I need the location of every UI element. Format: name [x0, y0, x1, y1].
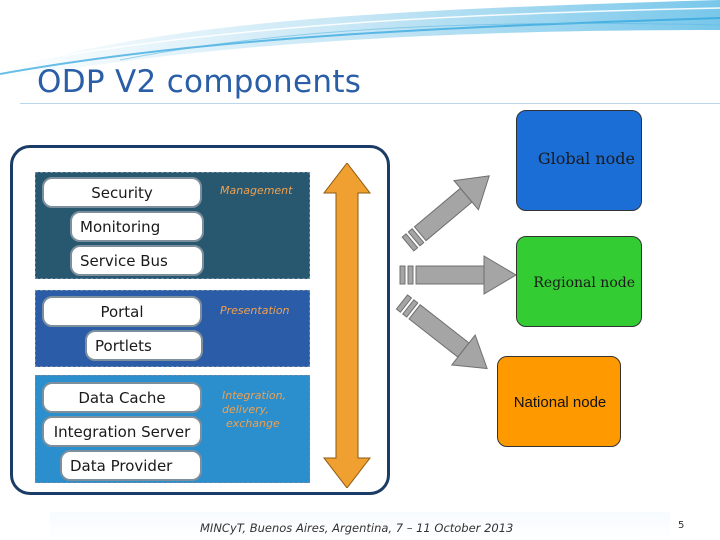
arrow-to-national-node — [395, 294, 488, 370]
service-bus-component: Service Bus — [70, 245, 204, 276]
monitoring-component: Monitoring — [70, 211, 204, 242]
integration-label-line-1: Integration, — [222, 389, 287, 402]
security-component: Security — [42, 177, 202, 208]
national-node-label: National node — [513, 394, 607, 411]
integration-label: Integration, delivery, exchange — [222, 389, 286, 431]
regional-node-box: Regional node — [516, 236, 642, 327]
page-number: 5 — [678, 520, 685, 531]
footer-text: MINCyT, Buenos Aires, Argentina, 7 – 11 … — [200, 521, 514, 535]
arrow-to-regional-node — [399, 255, 517, 295]
vertical-double-arrow — [322, 163, 372, 488]
global-node-label: Global node — [537, 149, 635, 168]
node-connector-arrows — [395, 175, 517, 370]
data-cache-component: Data Cache — [42, 382, 202, 413]
title-divider — [20, 103, 720, 104]
global-node-box: Global node — [516, 110, 642, 211]
portlets-component: Portlets — [85, 330, 203, 361]
national-node-box: National node — [497, 356, 621, 447]
portal-component: Portal — [42, 296, 202, 327]
integration-label-line-3: exchange — [226, 417, 280, 430]
data-provider-component: Data Provider — [60, 450, 202, 481]
integration-label-line-2: delivery, — [222, 403, 269, 416]
presentation-label: Presentation — [220, 304, 290, 317]
integration-server-component: Integration Server — [42, 416, 202, 447]
arrow-to-global-node — [401, 175, 490, 252]
footer-bar — [50, 512, 670, 540]
management-label: Management — [220, 184, 293, 197]
regional-node-label: Regional node — [533, 275, 635, 291]
slide-title: ODP V2 components — [37, 64, 362, 100]
header-wave-decoration — [0, 0, 720, 80]
